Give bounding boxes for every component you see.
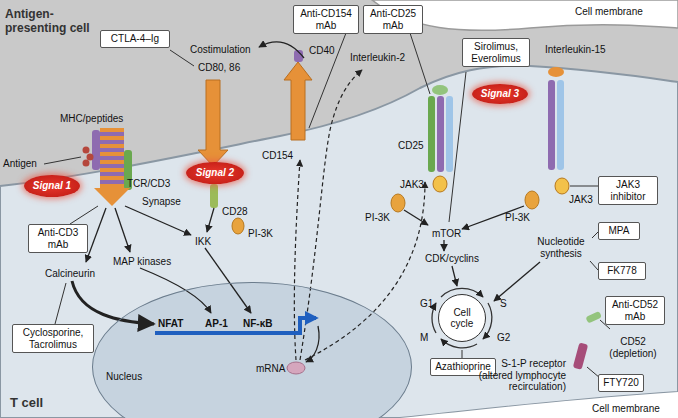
- label-text: Synapse: [142, 196, 181, 208]
- label-text: G2: [497, 332, 510, 344]
- label-text: Interleukin-15: [545, 44, 606, 56]
- drug-box: MPA: [598, 222, 640, 240]
- label-text: mRNA: [256, 363, 285, 375]
- label-text: PI-3K: [248, 228, 273, 240]
- node-text: Cyclosporine, Tacrolimus: [17, 327, 89, 350]
- label-text: CD52 (depletion): [603, 336, 663, 359]
- drug-box: JAK3 inhibitor: [598, 176, 658, 205]
- drug-box: Anti-CD52 mAb: [605, 296, 665, 325]
- label-text: Antigen: [3, 158, 37, 170]
- drug-box: Anti-CD25 mAb: [363, 5, 423, 34]
- label-text: JAK3: [400, 179, 424, 191]
- label-text: CDK/cyclins: [425, 253, 479, 265]
- drug-box: FTY720: [598, 374, 644, 392]
- label-text: NF-κB: [243, 318, 272, 330]
- label-text: AP-1: [205, 318, 228, 330]
- node-text: Signal 1: [33, 180, 71, 192]
- label-text: MAP kinases: [113, 256, 171, 268]
- label-text: MHC/peptides: [60, 113, 123, 125]
- label-text: Calcineurin: [45, 268, 95, 280]
- label-text: CD25: [398, 140, 424, 152]
- node-text: Sirolimus, Everolimus: [467, 41, 525, 64]
- node-text: MPA: [609, 225, 630, 237]
- drug-box: Sirolimus, Everolimus: [462, 38, 530, 67]
- node-text: Signal 3: [481, 88, 519, 100]
- label-text: PI-3K: [505, 212, 530, 224]
- label-text: CD80, 86: [198, 62, 240, 74]
- label-text: IKK: [195, 236, 211, 248]
- label-text: mTOR: [432, 228, 461, 240]
- node-text: Nucleus: [106, 371, 142, 383]
- node-text: JAK3 inhibitor: [603, 179, 653, 202]
- label-text: G1: [420, 298, 433, 310]
- label-text: T cell: [10, 396, 43, 411]
- signal-badge: Signal 2: [186, 162, 244, 184]
- label-text: TCR/CD3: [127, 178, 170, 190]
- node-text: Signal 2: [196, 167, 234, 179]
- signal-badge: Signal 3: [472, 84, 528, 104]
- label-text: M: [420, 332, 428, 344]
- label-text: PI-3K: [365, 212, 390, 224]
- drug-box: CTLA-4–Ig: [100, 30, 170, 48]
- label-text: CD154: [262, 150, 293, 162]
- label-text: JAK3: [569, 194, 593, 206]
- label-text: S: [500, 298, 507, 310]
- label-text: Cell membrane: [575, 6, 643, 18]
- drug-box: Cyclosporine, Tacrolimus: [12, 324, 94, 353]
- label-text: Interleukin-2: [350, 52, 405, 64]
- label-text: CD28: [222, 206, 248, 218]
- label-text: Nucleotide synthesis: [531, 236, 591, 259]
- label-text: CD40: [309, 45, 335, 57]
- label-text: Cell membrane: [592, 403, 660, 415]
- signal-badge: Signal 1: [24, 175, 80, 197]
- drug-box: Anti-CD3 mAb: [28, 224, 88, 253]
- node-text: CTLA-4–Ig: [111, 33, 159, 45]
- node-text: Anti-CD52 mAb: [610, 299, 660, 322]
- label-text: S-1-P receptor (altered lymphocyte recir…: [466, 358, 566, 393]
- node-text: FTY720: [603, 377, 639, 389]
- node-text: Anti-CD25 mAb: [368, 8, 418, 31]
- cell-cycle-circle: Cell cycle: [438, 294, 486, 342]
- label-text: Costimulation: [190, 44, 251, 56]
- label-text: Antigen-presenting cell: [5, 8, 100, 36]
- node-text: FK778: [607, 265, 636, 277]
- label-text: NFAT: [158, 318, 183, 330]
- node-text: Anti-CD3 mAb: [33, 227, 83, 250]
- node-text: Anti-CD154 mAb: [298, 8, 354, 31]
- node-text: Cell cycle: [445, 307, 479, 330]
- drug-box: FK778: [598, 262, 646, 280]
- drug-box: Anti-CD154 mAb: [293, 5, 359, 34]
